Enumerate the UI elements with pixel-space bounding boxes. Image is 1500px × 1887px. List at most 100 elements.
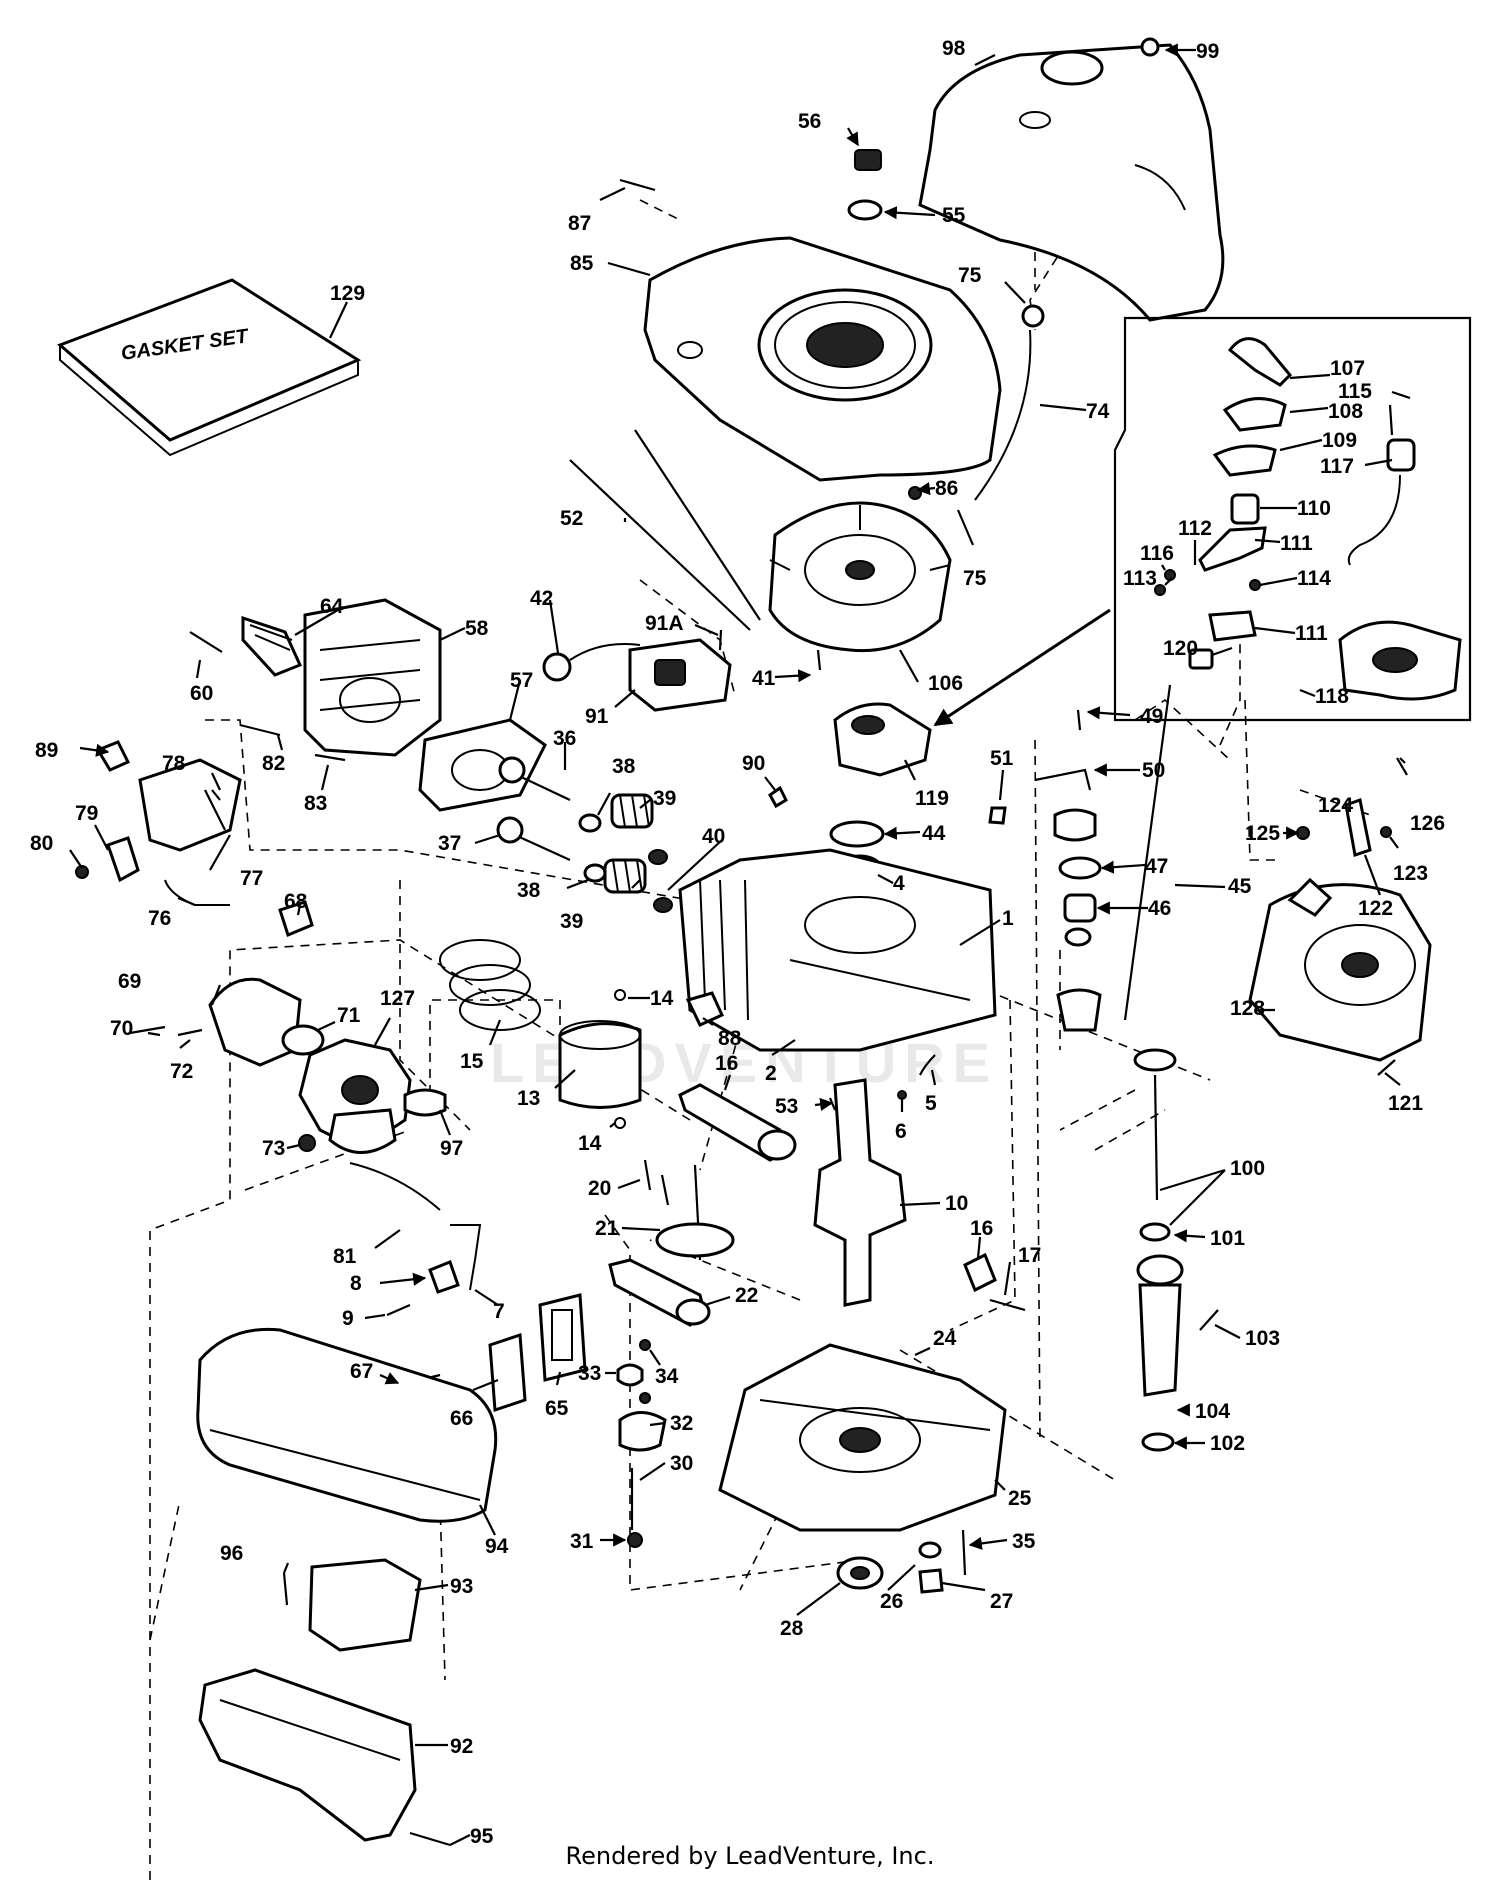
callout-69: 69 xyxy=(118,970,141,993)
callout-96: 96 xyxy=(220,1542,243,1565)
callout-107: 107 xyxy=(1330,357,1365,380)
callout-73: 73 xyxy=(262,1137,285,1160)
callout-14-top: 14 xyxy=(650,987,674,1010)
callout-39-bottom: 39 xyxy=(560,910,583,933)
callout-103: 103 xyxy=(1245,1327,1280,1350)
callout-70: 70 xyxy=(110,1017,133,1040)
callout-57: 57 xyxy=(510,669,533,692)
callout-40: 40 xyxy=(702,825,725,848)
callout-112: 112 xyxy=(1178,517,1212,540)
callout-56: 56 xyxy=(798,110,821,133)
callout-104: 104 xyxy=(1195,1400,1230,1423)
callout-2: 2 xyxy=(765,1062,777,1085)
callout-82: 82 xyxy=(262,752,285,775)
callout-47: 47 xyxy=(1145,855,1168,878)
callout-46: 46 xyxy=(1148,897,1171,920)
callout-83: 83 xyxy=(304,792,327,815)
callout-80: 80 xyxy=(30,832,53,855)
callout-4: 4 xyxy=(893,872,905,895)
callout-38-top: 38 xyxy=(612,755,636,778)
callout-44: 44 xyxy=(922,822,946,845)
callout-67: 67 xyxy=(350,1360,373,1383)
callout-79: 79 xyxy=(75,802,98,825)
callout-8: 8 xyxy=(350,1272,362,1295)
callout-39-top: 39 xyxy=(653,787,676,810)
callout-99: 99 xyxy=(1196,40,1219,63)
leader-lines xyxy=(69,43,1411,1846)
callout-52: 52 xyxy=(560,507,583,530)
callout-111-bottom: 111 xyxy=(1295,622,1328,645)
callout-114: 114 xyxy=(1297,567,1331,590)
callout-91A: 91A xyxy=(645,612,684,635)
callout-117: 117 xyxy=(1320,455,1354,478)
callout-32: 32 xyxy=(670,1412,693,1435)
callout-126: 126 xyxy=(1410,812,1445,835)
callout-33: 33 xyxy=(578,1362,601,1385)
callout-118: 118 xyxy=(1315,685,1349,708)
callout-labels: 98 99 56 55 87 85 75 129 74 107 115 108 … xyxy=(30,37,1445,1848)
callout-35: 35 xyxy=(1012,1530,1036,1553)
callout-100: 100 xyxy=(1230,1157,1265,1180)
callout-36: 36 xyxy=(553,727,576,750)
callout-42: 42 xyxy=(530,587,553,610)
callout-85: 85 xyxy=(570,252,594,275)
callout-78: 78 xyxy=(162,752,186,775)
callout-101: 101 xyxy=(1210,1227,1245,1250)
callout-30: 30 xyxy=(670,1452,693,1475)
callout-6: 6 xyxy=(895,1120,907,1143)
callout-16-bottom: 16 xyxy=(970,1217,993,1240)
callout-106: 106 xyxy=(928,672,963,695)
callout-60: 60 xyxy=(190,682,213,705)
callout-55: 55 xyxy=(942,204,966,227)
callout-109: 109 xyxy=(1322,429,1357,452)
component-illustrations: GASKET SET xyxy=(57,37,1472,1847)
callout-86: 86 xyxy=(935,477,958,500)
callout-51: 51 xyxy=(990,747,1014,770)
callout-110: 110 xyxy=(1297,497,1331,520)
callout-13: 13 xyxy=(517,1087,540,1110)
callout-41: 41 xyxy=(752,667,776,690)
callout-22: 22 xyxy=(735,1284,758,1307)
callout-89: 89 xyxy=(35,739,58,762)
footer-credit: Rendered by LeadVenture, Inc. xyxy=(565,1842,935,1870)
callout-65: 65 xyxy=(545,1397,569,1420)
callout-120: 120 xyxy=(1163,637,1198,660)
callout-9: 9 xyxy=(342,1307,354,1330)
callout-122: 122 xyxy=(1358,897,1393,920)
callout-91: 91 xyxy=(585,705,609,728)
callout-16-top: 16 xyxy=(715,1052,738,1075)
callout-50: 50 xyxy=(1142,759,1165,782)
callout-64: 64 xyxy=(320,595,344,618)
callout-25: 25 xyxy=(1008,1487,1032,1510)
callout-102: 102 xyxy=(1210,1432,1245,1455)
callout-75-bottom: 75 xyxy=(963,567,987,590)
callout-119: 119 xyxy=(915,787,949,810)
callout-75-top: 75 xyxy=(958,264,982,287)
callout-72: 72 xyxy=(170,1060,193,1083)
callout-66: 66 xyxy=(450,1407,473,1430)
callout-26: 26 xyxy=(880,1590,903,1613)
callout-24: 24 xyxy=(933,1327,957,1350)
callout-97: 97 xyxy=(440,1137,463,1160)
callout-123: 123 xyxy=(1393,862,1428,885)
callout-127: 127 xyxy=(380,987,415,1010)
callout-98: 98 xyxy=(942,37,966,60)
callout-77: 77 xyxy=(240,867,263,890)
callout-129: 129 xyxy=(330,282,365,305)
callout-58: 58 xyxy=(465,617,489,640)
callout-5: 5 xyxy=(925,1092,937,1115)
callout-121: 121 xyxy=(1388,1092,1423,1115)
callout-90: 90 xyxy=(742,752,765,775)
callout-88: 88 xyxy=(718,1027,742,1050)
callout-20: 20 xyxy=(588,1177,611,1200)
callout-93: 93 xyxy=(450,1575,473,1598)
callout-1: 1 xyxy=(1002,907,1014,930)
callout-125: 125 xyxy=(1245,822,1280,845)
callout-49: 49 xyxy=(1140,705,1163,728)
callout-15: 15 xyxy=(460,1050,484,1073)
callout-17: 17 xyxy=(1018,1244,1041,1267)
callout-113: 113 xyxy=(1123,567,1157,590)
callout-115: 115 xyxy=(1338,380,1372,403)
callout-116: 116 xyxy=(1140,542,1174,565)
callout-38-bottom: 38 xyxy=(517,879,541,902)
